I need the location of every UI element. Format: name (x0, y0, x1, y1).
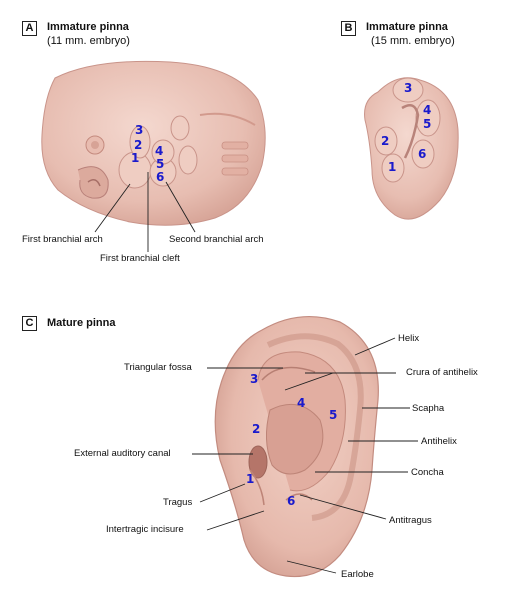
hillock-c-6: 6 (287, 494, 296, 508)
hillock-c-3: 3 (250, 372, 259, 386)
mature-ear (214, 315, 379, 578)
hillock-a-3: 3 (135, 123, 144, 137)
panel-a-subtitle: (11 mm. embryo) (47, 35, 130, 47)
hillock-c-1: 1 (246, 472, 255, 486)
hillock-c-5: 5 (329, 408, 338, 422)
label-first-branchial-arch: First branchial arch (22, 234, 103, 245)
leader-lines-c (192, 337, 418, 574)
label-concha: Concha (411, 467, 444, 478)
label-antitragus: Antitragus (389, 515, 432, 526)
hillock-b-4: 4 (423, 103, 432, 117)
panel-a-badge: A (22, 21, 37, 36)
label-second-branchial-arch: Second branchial arch (169, 234, 264, 245)
label-tragus: Tragus (163, 497, 193, 508)
panel-c-title: Mature pinna (47, 317, 116, 329)
embryo-head-11mm (41, 60, 266, 226)
pinna-15mm (364, 77, 459, 220)
hillock-c-4: 4 (297, 396, 306, 410)
hillock-b-5: 5 (423, 117, 432, 131)
panel-b-subtitle: (15 mm. embryo) (371, 35, 455, 47)
panel-b-badge: B (341, 21, 356, 36)
hillock-c-2: 2 (252, 422, 261, 436)
hillock-b-3: 3 (404, 81, 413, 95)
hillock-a-5: 5 (156, 157, 165, 171)
hillock-b-2: 2 (381, 134, 390, 148)
panel-c-badge: C (22, 316, 37, 331)
hillock-a-2: 2 (134, 138, 143, 152)
panel-a-title: Immature pinna (47, 21, 129, 33)
label-external-auditory-canal: External auditory canal (74, 448, 171, 459)
label-triangular-fossa: Triangular fossa (124, 362, 192, 373)
hillock-a-6: 6 (156, 170, 165, 184)
label-earlobe: Earlobe (341, 569, 374, 580)
panel-b-title: Immature pinna (366, 21, 448, 33)
label-first-branchial-cleft: First branchial cleft (100, 253, 180, 264)
hillock-b-6: 6 (418, 147, 427, 161)
label-scapha: Scapha (412, 403, 445, 414)
hillock-b-1: 1 (388, 160, 397, 174)
hillock-a-4: 4 (155, 144, 164, 158)
label-antihelix: Antihelix (421, 436, 457, 447)
label-intertragic-incisure: Intertragic incisure (106, 524, 184, 535)
leader-lines-a (94, 172, 196, 252)
hillock-a-1: 1 (131, 151, 140, 165)
label-crura-of-antihelix: Crura of antihelix (406, 367, 478, 378)
label-helix: Helix (398, 333, 420, 344)
